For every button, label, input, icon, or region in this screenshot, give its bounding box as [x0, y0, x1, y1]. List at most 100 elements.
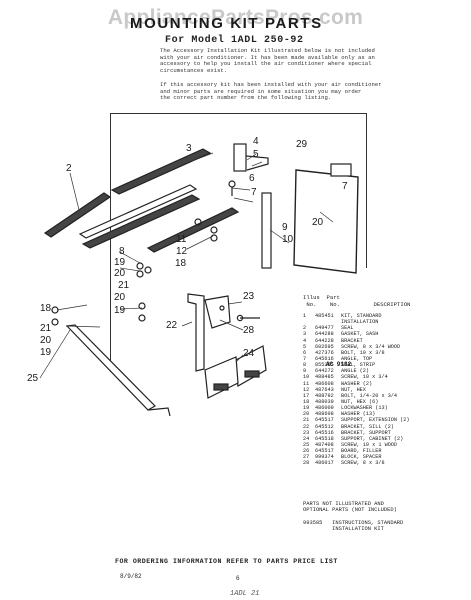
- description: NUT, HEX: [341, 386, 366, 393]
- watermark-logo: AppliancePartsPros.com: [107, 6, 364, 29]
- callout-4: 4: [253, 136, 259, 147]
- callout-21: 21: [118, 280, 130, 291]
- illus-no: 26: [303, 448, 310, 455]
- callout-23: 23: [243, 291, 255, 302]
- sill-bracket-part: [187, 293, 205, 372]
- illus-no: 9: [303, 368, 307, 375]
- part-no: 645616: [315, 355, 334, 362]
- part-no: 645516: [315, 429, 334, 436]
- reference-code: 8/9/82: [120, 573, 142, 580]
- table-row: 26 645517 BOARD, FILLER: [303, 448, 410, 454]
- description: SCREW, 10 x 1 WOOD: [341, 441, 398, 448]
- description: SCREW, 10 x 3/4: [341, 374, 388, 381]
- description: INSTALLATION: [341, 319, 379, 326]
- part-no: 645517: [315, 448, 334, 455]
- parts-table-header: Illus Part No. No. DESCRIPTION: [303, 294, 411, 308]
- description: BOLT, 1/4-20 x 3/4: [341, 392, 398, 399]
- illus-no: 11: [303, 380, 310, 387]
- callout-19: 19: [114, 257, 126, 268]
- model-line: For Model 1ADL 250-92: [165, 35, 304, 46]
- callout-24: 24: [243, 348, 255, 359]
- description: NUT, HEX (6): [341, 398, 379, 405]
- callout-26: 28: [243, 325, 255, 336]
- callout-18: 18: [175, 258, 187, 269]
- description: ANGLE (2): [341, 368, 370, 375]
- part-no: 644228: [315, 337, 334, 344]
- callout-12: 12: [176, 246, 188, 257]
- description: SCREW, 8 x 3/4 WOOD: [341, 343, 401, 350]
- handwritten-note: 1ADL 21: [230, 590, 260, 598]
- callout-9: 9: [282, 222, 288, 233]
- instructions-line: 993585 INSTRUCTIONS, STANDARD INSTALLATI…: [303, 520, 404, 533]
- page-number: 6: [236, 575, 240, 582]
- part-no: 486608: [315, 380, 334, 387]
- illus-no: 22: [303, 423, 310, 430]
- illus-no: 10: [303, 374, 310, 381]
- part-no: 486009: [315, 405, 334, 412]
- part-no: 644288: [315, 331, 334, 338]
- description: SUPPORT, EXTENSION (2): [341, 417, 410, 424]
- description: BOARD, FILLER: [341, 448, 382, 455]
- callout-2: 2: [66, 163, 72, 174]
- illus-no: 20: [303, 411, 310, 418]
- illus-no: 7: [303, 355, 307, 362]
- support-bracket-part: [204, 295, 231, 329]
- spacer-block-part: [330, 163, 352, 177]
- table-row: 7 645616 ANGLE, TOP: [303, 356, 410, 362]
- part-no: 487408: [315, 441, 334, 448]
- table-row: INSTALLATION: [303, 319, 410, 325]
- part-no: 488792: [315, 392, 334, 399]
- illus-no: 19: [303, 405, 310, 412]
- illus-no: 6: [303, 349, 307, 356]
- callout-10: 10: [282, 234, 294, 245]
- table-row: 6 427376 BOLT, 10 x 3/8: [303, 350, 410, 356]
- callout-21b: 21: [40, 323, 52, 334]
- callout-19c: 19: [40, 347, 52, 358]
- parts-footnote: PARTS NOT ILLUSTRATED AND OPTIONAL PARTS…: [303, 501, 397, 514]
- description: SUPPORT, CABINET (2): [341, 435, 404, 442]
- diagram-frame-right-edge: [366, 113, 368, 268]
- callout-8: 8: [119, 246, 125, 257]
- part-no: 427376: [315, 349, 334, 356]
- description: GASKET, SASH: [341, 331, 379, 338]
- part-no: 488485: [315, 374, 334, 381]
- callout-5: 5: [253, 149, 259, 160]
- illus-no: 1: [303, 313, 307, 319]
- illus-no: 23: [303, 429, 310, 436]
- illus-no: 28: [303, 460, 310, 467]
- description: KIT, STANDARD: [341, 313, 382, 319]
- callout-28: 7: [342, 181, 348, 192]
- description: BOLT, 10 x 3/8: [341, 349, 385, 356]
- diagram-code: AC 9182: [326, 361, 352, 368]
- callout-3: 3: [186, 143, 192, 154]
- part-no: 486017: [315, 460, 334, 467]
- illus-no: 4: [303, 337, 307, 344]
- part-no: 645517: [315, 417, 334, 424]
- callout-18b: 18: [40, 303, 52, 314]
- part-no: 999374: [315, 454, 334, 461]
- description: BRACKET, SUPPORT: [341, 429, 391, 436]
- callout-11: 11: [176, 234, 187, 245]
- description: BRACKET, SILL (2): [341, 423, 394, 430]
- part-no: 649477: [315, 325, 334, 332]
- description: ANGLE, TOP: [341, 355, 373, 362]
- callout-20: 20: [114, 268, 126, 279]
- callout-20c: 20: [40, 335, 52, 346]
- table-row: 10 488485 SCREW, 10 x 3/4: [303, 374, 410, 380]
- part-no: 488039: [315, 398, 334, 405]
- callout-19b: 19: [114, 305, 126, 316]
- illus-no: 12: [303, 386, 310, 393]
- description: BRACKET: [341, 337, 363, 344]
